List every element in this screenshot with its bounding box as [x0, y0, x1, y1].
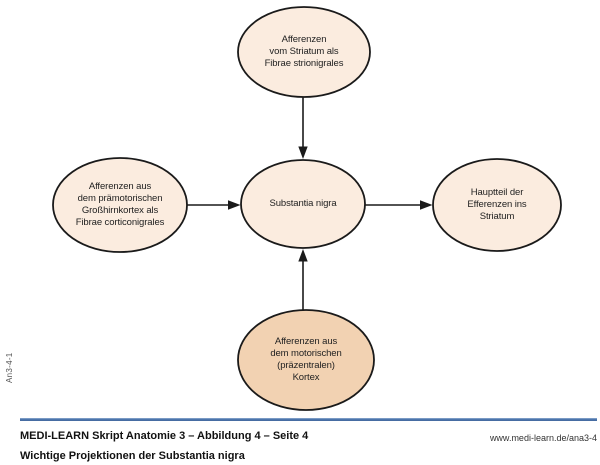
arrowhead-right-icon: [228, 200, 241, 210]
node-ellipse-efferents-striatum: [432, 158, 562, 252]
arrowhead-down-icon: [298, 146, 308, 159]
diagram: [52, 6, 562, 411]
figure-caption: Wichtige Projektionen der Substantia nig…: [20, 450, 245, 462]
arrowhead-right-icon: [420, 200, 433, 210]
figure-code-label: An3-4-1: [5, 352, 14, 383]
node-ellipse-substantia-nigra: [240, 159, 366, 249]
node-ellipse-afferents-premotor-cortex: [52, 157, 188, 253]
footer-source-line: MEDI-LEARN Skript Anatomie 3 – Abbildung…: [20, 430, 309, 442]
node-ellipse-afferents-striatum: [237, 6, 371, 98]
footer-url: www.medi-learn.de/ana3-4: [489, 433, 597, 443]
node-ellipse-afferents-motor-cortex: [237, 309, 375, 411]
arrowhead-up-icon: [298, 249, 308, 262]
footer-divider: [20, 418, 597, 421]
